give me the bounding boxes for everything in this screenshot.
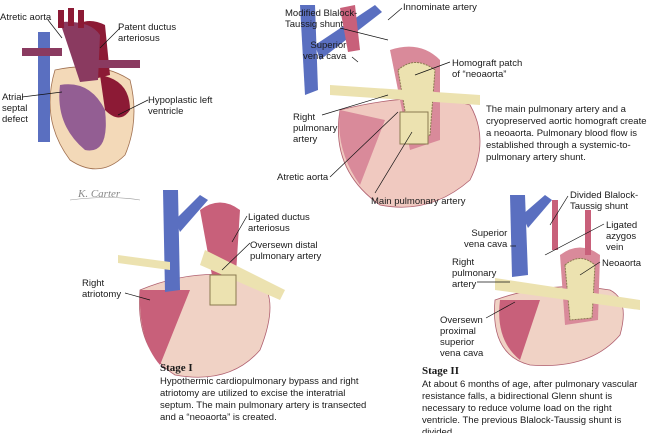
stage2-title: Stage II xyxy=(422,365,459,377)
label-atrial-septal-defect: Atrial septal defect xyxy=(2,92,28,125)
label-ligated-ductus: Ligated ductus arteriosus xyxy=(248,212,310,234)
label-atretic-aorta: Atretic aorta xyxy=(0,12,52,23)
label-modified-bt-shunt: Modified Blalock- Taussig shunt xyxy=(285,8,358,30)
label-right-atriotomy: Right atriotomy xyxy=(82,278,122,300)
label-patent-ductus-arteriosus: Patent ductus arteriosus xyxy=(118,22,177,44)
stage1-heart xyxy=(118,190,285,378)
label-rpa-stage2: Right pulmonary artery xyxy=(452,257,497,290)
label-homograft-patch: Homograft patch of “neoaorta” xyxy=(452,58,523,80)
stage2-caption: At about 6 months of age, after pulmonar… xyxy=(422,379,638,433)
label-superior-vena-cava: Superior vena cava xyxy=(303,40,347,62)
stage1-title: Stage I xyxy=(160,362,193,374)
leader-lines xyxy=(21,7,605,319)
stage2-heart xyxy=(494,195,640,366)
label-neoaorta: Neoaorta xyxy=(602,258,642,269)
label-main-pulmonary-artery: Main pulmonary artery xyxy=(371,196,466,207)
label-ligated-azygos-vein: Ligated azygos vein xyxy=(606,220,638,253)
repair-caption: The main pulmonary artery and a cryopres… xyxy=(486,104,647,163)
label-oversewn-distal-pa: Oversewn distal pulmonary artery xyxy=(250,240,322,262)
repair-heart xyxy=(300,5,481,208)
label-svc-stage2: Superior vena cava xyxy=(464,228,508,250)
stage1-caption: Hypothermic cardiopulmonary bypass and r… xyxy=(160,376,367,423)
label-hypoplastic-left-ventricle: Hypoplastic left ventricle xyxy=(148,95,213,117)
label-innominate-artery: Innominate artery xyxy=(403,2,477,13)
label-divided-bt-shunt: Divided Blalock- Taussig shunt xyxy=(570,190,639,212)
label-oversewn-proximal-svc: Oversewn proximal superior vena cava xyxy=(440,315,484,359)
artist-signature: K. Carter xyxy=(78,188,121,200)
label-right-pulmonary-artery: Right pulmonary artery xyxy=(293,112,338,145)
hlhs-heart xyxy=(22,8,140,170)
label-atretic-aorta-2: Atretic aorta xyxy=(277,172,329,183)
